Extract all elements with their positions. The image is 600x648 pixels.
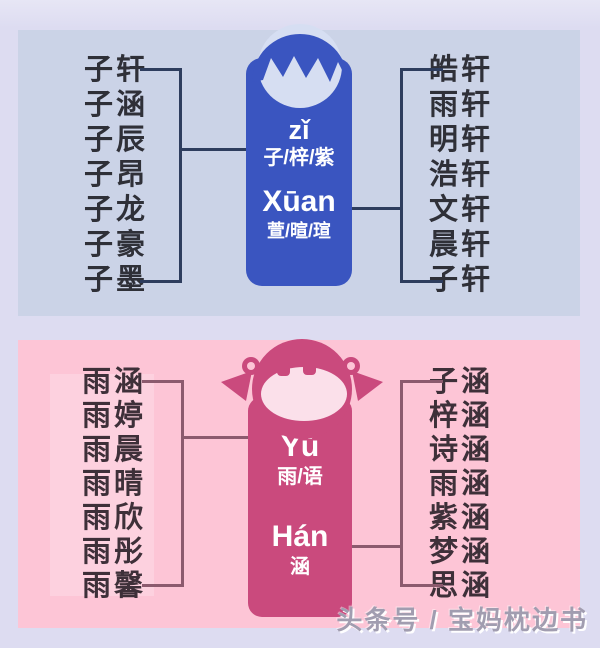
- boy-pinyin-zi: zǐ: [288, 115, 310, 145]
- bracket-line: [140, 68, 182, 71]
- girl-pigtail-left: [221, 371, 252, 401]
- boy-hanzi-xuan: 萱/暄/瑄: [266, 221, 331, 241]
- highlight-band: [50, 374, 154, 596]
- girl-right-name-list: 子涵 梓涵 诗涵 雨涵 紫涵 梦涵 思涵: [429, 365, 493, 603]
- list-item: 雨涵: [429, 468, 494, 500]
- list-item: 浩轩: [429, 159, 494, 191]
- list-item: 梦涵: [429, 536, 494, 568]
- bracket-line: [403, 68, 443, 71]
- boy-right-name-list: 皓轩 雨轩 明轩 浩轩 文轩 晨轩 子轩: [429, 53, 493, 298]
- list-item: 紫涵: [429, 502, 494, 534]
- watermark-text: 头条号 / 宝妈枕边书: [336, 605, 588, 635]
- list-item: 子涵: [84, 89, 149, 121]
- bracket-line: [403, 380, 443, 383]
- bracket-line: [142, 380, 182, 383]
- list-item: 雨晨: [82, 434, 147, 466]
- list-item: 子辰: [84, 124, 149, 156]
- bracket-line: [179, 68, 182, 283]
- boy-pinyin-xuan: Xūan: [262, 185, 336, 218]
- list-item: 雨晴: [82, 468, 147, 500]
- girl-pigtail-right: [352, 371, 383, 401]
- girl-bangs: [277, 360, 290, 376]
- list-item: 子豪: [84, 229, 149, 261]
- list-item: 子轩: [84, 54, 149, 86]
- list-item: 雨涵: [82, 366, 147, 398]
- girl-hairtie-left-hole: [247, 362, 255, 370]
- girl-bangs: [303, 360, 316, 375]
- girl-avatar: [221, 339, 383, 439]
- girl-hanzi-han: 涵: [290, 556, 310, 578]
- girl-hairtie-right-hole: [347, 362, 355, 370]
- girl-pinyin-han: Hán: [271, 520, 329, 553]
- list-item: 明轩: [429, 124, 494, 156]
- bracket-line: [403, 280, 443, 283]
- girl-left-name-list: 雨涵 雨婷 雨晨 雨晴 雨欣 雨彤 雨馨: [82, 365, 146, 603]
- list-item: 诗涵: [429, 434, 494, 466]
- list-item: 雨婷: [82, 400, 147, 432]
- bracket-line: [184, 436, 248, 439]
- list-item: 雨彤: [82, 536, 147, 568]
- bracket-line: [352, 545, 400, 548]
- bracket-line: [352, 207, 400, 210]
- list-item: 子龙: [84, 194, 149, 226]
- bracket-line: [181, 380, 184, 587]
- boy-left-name-list: 子轩 子涵 子辰 子昂 子龙 子豪 子墨: [84, 53, 148, 298]
- list-item: 晨轩: [429, 229, 494, 261]
- list-item: 子昂: [84, 159, 149, 191]
- bracket-line: [140, 280, 182, 283]
- bracket-line: [403, 584, 443, 587]
- boy-hanzi-zi: 子/梓/紫: [263, 147, 335, 169]
- bracket-line: [142, 584, 182, 587]
- bracket-line: [400, 68, 403, 283]
- list-item: 雨馨: [82, 570, 147, 602]
- list-item: 雨欣: [82, 502, 147, 534]
- bracket-line: [182, 148, 246, 151]
- bracket-line: [400, 380, 403, 587]
- list-item: 雨轩: [429, 89, 494, 121]
- girl-hanzi-yu: 雨/语: [277, 466, 323, 488]
- list-item: 子墨: [84, 264, 149, 296]
- girl-face: [261, 367, 347, 421]
- list-item: 文轩: [429, 194, 494, 226]
- list-item: 梓涵: [429, 400, 494, 432]
- boy-hair-icon: [252, 34, 348, 82]
- boy-avatar: [252, 24, 348, 108]
